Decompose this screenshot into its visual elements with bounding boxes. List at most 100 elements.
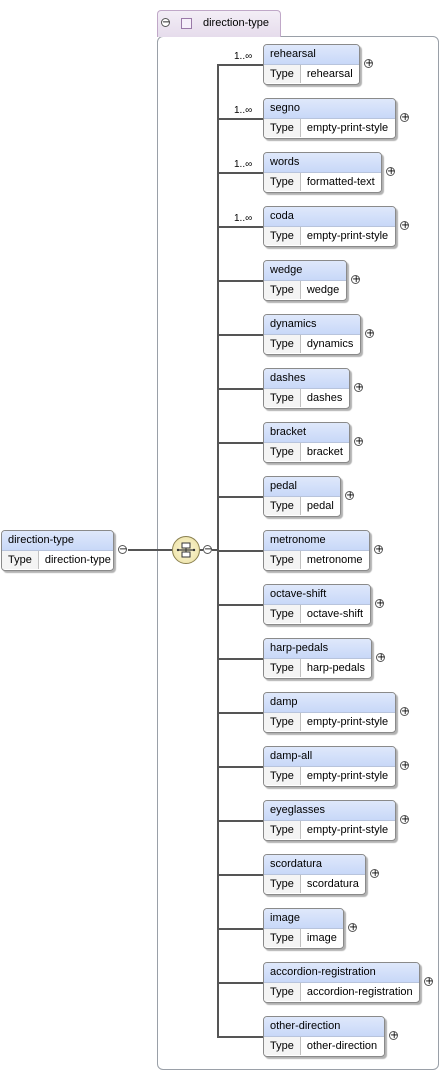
expand-icon[interactable]: + — [400, 706, 410, 717]
element-type-value: scordatura — [300, 875, 365, 893]
element-name: octave-shift — [264, 585, 370, 605]
element-type-label: Type — [264, 551, 301, 569]
expand-icon[interactable]: + — [424, 976, 434, 987]
element-type-label: Type — [264, 983, 301, 1001]
expand-icon[interactable]: + — [376, 652, 386, 663]
element-type-value: empty-print-style — [300, 713, 395, 731]
element-type-label: Type — [264, 173, 301, 191]
element-type-value: wedge — [300, 281, 346, 299]
expand-icon[interactable]: + — [375, 598, 385, 609]
expand-icon[interactable]: + — [351, 274, 361, 285]
child-connector — [217, 172, 263, 174]
expand-icon[interactable]: + — [400, 760, 410, 771]
element-type-label: Type — [264, 929, 301, 947]
expand-icon[interactable]: + — [364, 58, 374, 69]
cardinality-label: 1..∞ — [234, 105, 253, 116]
child-connector — [217, 658, 263, 660]
element-type-value: empty-print-style — [300, 227, 395, 245]
expand-icon[interactable]: + — [374, 544, 384, 555]
child-connector — [217, 1036, 263, 1038]
expand-icon[interactable]: + — [386, 166, 396, 177]
root-element-box[interactable]: direction-type Type direction-type — [1, 530, 114, 571]
expand-icon[interactable]: + — [348, 922, 358, 933]
expand-icon[interactable]: + — [400, 112, 410, 123]
sequence-collapse-icon[interactable]: − — [203, 544, 213, 555]
element-type-value: formatted-text — [300, 173, 381, 191]
element-name: scordatura — [264, 855, 365, 875]
element-type-value: dynamics — [300, 335, 360, 353]
child-connector — [217, 118, 263, 120]
expand-icon[interactable]: + — [370, 868, 380, 879]
expand-icon[interactable]: + — [354, 436, 364, 447]
element-type-value: dashes — [300, 389, 349, 407]
element-type-value: other-direction — [300, 1037, 384, 1055]
element-type-value: image — [300, 929, 343, 947]
expand-icon[interactable]: + — [345, 490, 355, 501]
expand-icon[interactable]: + — [354, 382, 364, 393]
element-type-label: Type — [264, 227, 301, 245]
group-title: direction-type — [203, 17, 270, 29]
expand-icon[interactable]: + — [400, 814, 410, 825]
element-name: bracket — [264, 423, 349, 443]
expand-icon[interactable]: + — [365, 328, 375, 339]
element-type-label: Type — [264, 335, 301, 353]
child-connector — [217, 928, 263, 930]
sequence-connector-right — [212, 549, 219, 551]
root-connector — [128, 549, 172, 551]
element-name: eyeglasses — [264, 801, 395, 821]
cardinality-label: 1..∞ — [234, 213, 253, 224]
root-collapse-icon[interactable]: − — [118, 544, 128, 555]
element-name: dynamics — [264, 315, 360, 335]
collapse-icon[interactable]: − — [161, 17, 171, 28]
expand-icon[interactable]: + — [400, 220, 410, 231]
element-name: dashes — [264, 369, 349, 389]
element-name: words — [264, 153, 381, 173]
element-type-label: Type — [264, 605, 301, 623]
sequence-node-icon[interactable] — [172, 536, 200, 564]
element-type-label: Type — [264, 497, 301, 515]
element-type-label: Type — [264, 65, 301, 83]
element-name: segno — [264, 99, 395, 119]
element-type-value: rehearsal — [300, 65, 359, 83]
sequence-connector-left — [200, 549, 203, 551]
child-connector — [217, 820, 263, 822]
group-icon — [181, 18, 192, 29]
cardinality-label: 1..∞ — [234, 159, 253, 170]
expand-icon[interactable]: + — [389, 1030, 399, 1041]
choice-group-header: − direction-type — [157, 10, 281, 37]
element-name: other-direction — [264, 1017, 384, 1037]
